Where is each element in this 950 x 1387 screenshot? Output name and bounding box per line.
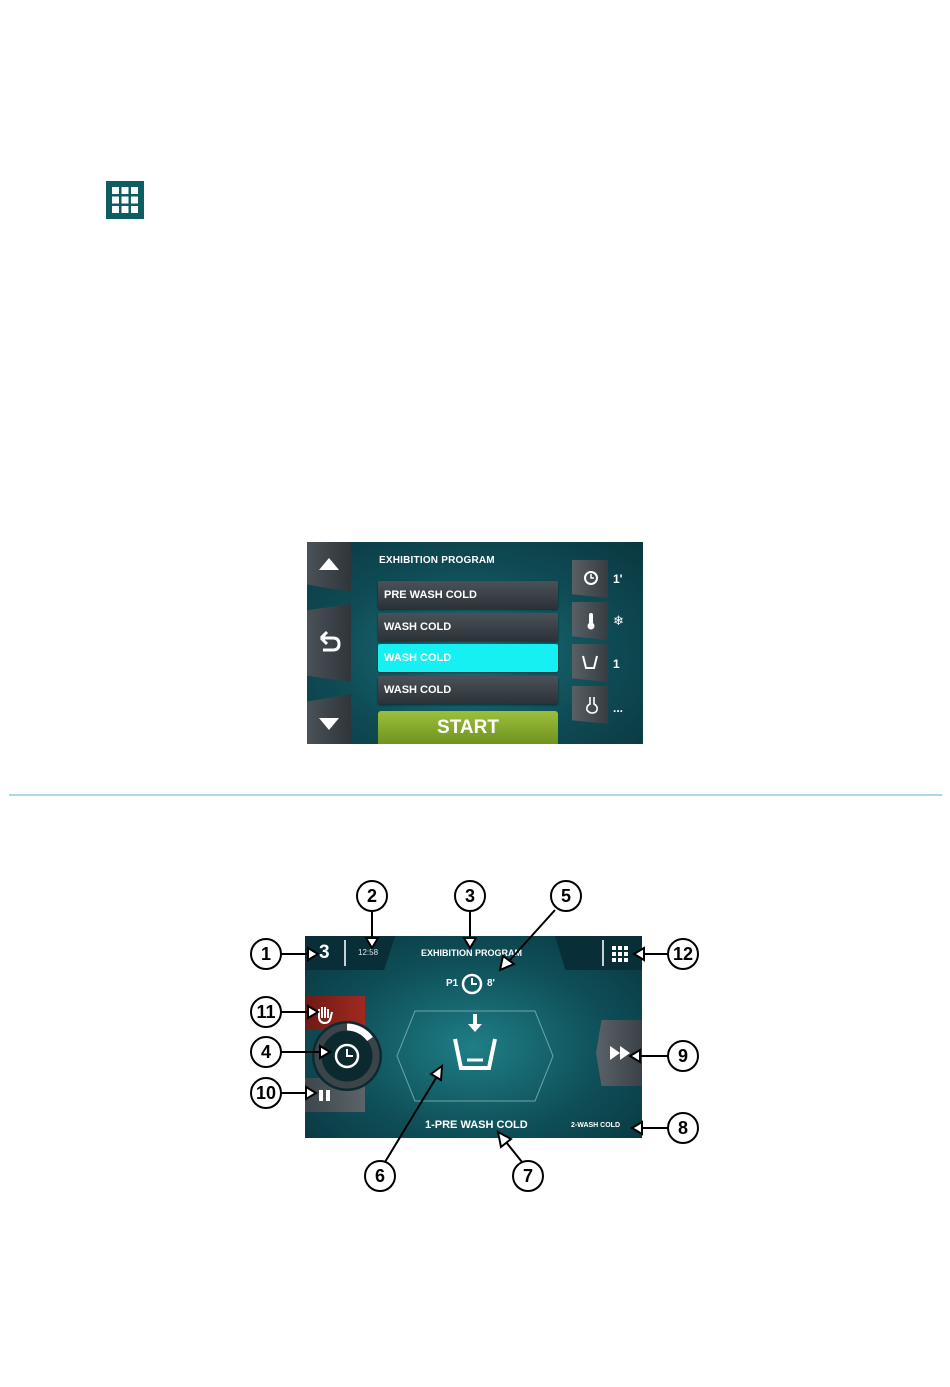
callout-7: 7 xyxy=(512,1160,544,1192)
start-label: START xyxy=(378,717,558,739)
program-title: EXHIBITION PROGRAM xyxy=(379,555,495,566)
callout-10: 10 xyxy=(250,1077,282,1109)
step-item-selected[interactable]: WASH COLD xyxy=(378,644,558,672)
callout-5: 5 xyxy=(550,880,582,912)
start-button[interactable]: START xyxy=(378,711,558,744)
tank-icon xyxy=(581,654,599,670)
callout-3: 3 xyxy=(454,880,486,912)
callout-12: 12 xyxy=(667,938,699,970)
back-icon xyxy=(321,632,339,650)
scroll-down-button[interactable] xyxy=(307,694,351,744)
step-item[interactable]: PRE WASH COLD xyxy=(378,581,558,609)
scroll-up-button[interactable] xyxy=(307,542,351,592)
callout-2: 2 xyxy=(356,880,388,912)
step-label: PRE WASH COLD xyxy=(384,589,477,601)
thermometer-icon xyxy=(585,612,597,630)
callout-6: 6 xyxy=(364,1160,396,1192)
clock-icon xyxy=(583,570,599,586)
step-item[interactable]: WASH COLD xyxy=(378,613,558,641)
step-item[interactable]: WASH COLD xyxy=(378,676,558,704)
callout-4: 4 xyxy=(250,1036,282,1068)
program-selection-screen: EXHIBITION PROGRAM PRE WASH COLD WASH CO… xyxy=(307,542,643,744)
arrow-up-icon xyxy=(319,558,339,570)
section-divider xyxy=(9,794,942,796)
step-label: WASH COLD xyxy=(384,621,451,633)
snowflake-icon: ❄ xyxy=(613,613,624,629)
callout-1: 1 xyxy=(250,938,282,970)
time-value: 1' xyxy=(613,572,623,586)
detergent-icon xyxy=(585,696,599,714)
chemical-value: ... xyxy=(613,701,623,715)
callout-11: 11 xyxy=(250,996,282,1028)
keypad-icon[interactable] xyxy=(106,181,144,219)
back-button[interactable] xyxy=(307,604,351,682)
dose-value: 1 xyxy=(613,657,620,671)
step-label: WASH COLD xyxy=(384,652,451,664)
callout-9: 9 xyxy=(667,1040,699,1072)
callout-8: 8 xyxy=(667,1112,699,1144)
step-label: WASH COLD xyxy=(384,684,451,696)
arrow-down-icon xyxy=(319,718,339,730)
